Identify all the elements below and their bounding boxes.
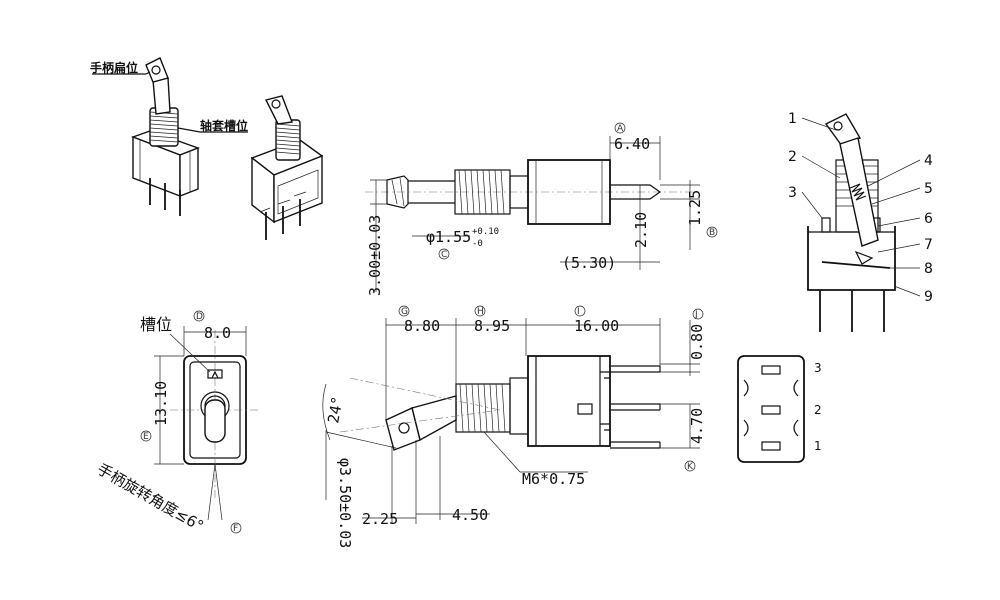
ref-h: H [477,307,484,317]
dim-l2: 4.50 [452,506,488,524]
label-slot: 槽位 [140,315,172,334]
dim-b: 1.25 [686,190,704,226]
iso-view-back [250,95,324,240]
part-2: 2 [788,149,797,165]
ref-g: G [401,307,408,317]
dim-h: 8.95 [474,317,510,335]
ref-b: B [709,228,715,238]
part-6: 6 [924,211,933,227]
dim-d: 8.0 [204,324,231,342]
part-5: 5 [924,181,933,197]
ref-c: C [441,250,447,260]
label-bushing-slot: 轴套槽位 [200,118,248,133]
dim-g: 8.80 [404,317,440,335]
part-3: 3 [788,185,797,201]
dim-i: 16.00 [574,317,619,335]
dim-phi-tol-dn: -0 [472,239,483,249]
ref-d: D [196,312,203,322]
dim-l1: 2.25 [362,510,398,528]
ref-a: A [617,124,624,134]
front-view: D 8.0 槽位 13.10 E 手柄旋转角度≤6° F [94,310,260,535]
pin-2: 2 [814,403,822,417]
dim-phi-tol-up: +0.10 [472,227,499,237]
dim-thread: M6*0.75 [522,470,585,488]
ref-f: F [233,524,238,534]
part-7: 7 [924,237,933,253]
dim-a: 6.40 [614,135,650,153]
dim-angle: 24° [324,395,346,425]
ref-i: I [577,307,580,317]
ref-k: K [687,462,694,472]
dim-shaft-dia: φ3.50±0.03 [336,458,354,548]
dim-j: 0.80 [688,324,706,360]
pin-1: 1 [814,439,822,453]
main-view: G H I J 8.80 8.95 16.00 0.80 [322,305,706,548]
section-view: 1 2 3 4 5 6 7 8 9 [788,111,933,332]
dim-ref-530: (5.30) [562,254,616,272]
side-view: 3.00±0.03 φ1.55 +0.10 -0 C A 6.40 2.10 1… [365,122,718,296]
ref-e: E [143,432,149,442]
ref-j: J [694,310,698,320]
bottom-view: 3 2 1 [737,355,822,463]
pin-3: 3 [814,361,822,375]
dim-pin-h: 2.10 [632,212,650,248]
part-8: 8 [924,261,933,277]
part-9: 9 [924,289,933,305]
dim-side-height: 3.00±0.03 [366,215,384,296]
dim-k: 4.70 [688,408,706,444]
iso-view-front: 手柄扁位 轴套槽位 [90,57,248,216]
dim-phi-155: φ1.55 [426,228,471,246]
dim-e: 13.10 [152,381,170,426]
label-handle-flat: 手柄扁位 [90,60,138,75]
label-handle-angle: 手柄旋转角度≤6° [94,460,207,535]
part-4: 4 [924,153,933,169]
part-1: 1 [788,111,797,127]
